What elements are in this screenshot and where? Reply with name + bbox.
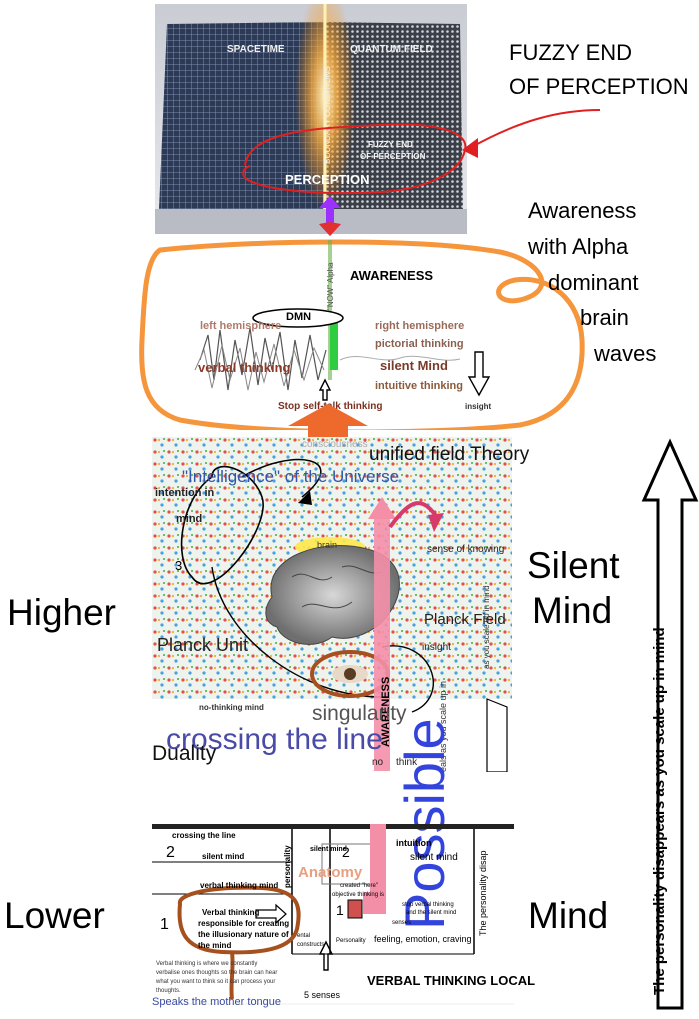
- crossing-the-line-label: crossing the line: [166, 723, 383, 756]
- no-label: no: [372, 757, 384, 768]
- silent-mind-right: silent mind: [410, 852, 458, 863]
- awareness-content: "NOW" Alpha AWARENESS DMN left hemispher…: [190, 240, 520, 420]
- verbal-box-line-4: the mind: [198, 941, 232, 950]
- verbal-note-4: thoughts.: [156, 988, 181, 994]
- feeling-emotion-label: feeling, emotion, craving: [374, 934, 472, 944]
- now-alpha-label: "NOW" Alpha: [326, 262, 335, 310]
- verbal-thinking-mind: verbal thinking mind: [200, 881, 279, 890]
- red-annotation-layer: [242, 109, 601, 195]
- verbal-note-1: Verbal thinking is where we constantly: [156, 961, 258, 967]
- five-senses-label: 5 senses: [304, 990, 341, 1000]
- lower-diagram-lines: [152, 824, 514, 1005]
- lower-number-1: 1: [160, 916, 169, 933]
- intuition-label: intuition: [396, 838, 432, 848]
- verbal-box-line-2: responsible for creating: [198, 919, 290, 928]
- mother-tongue-label: Speaks the mother tongue: [152, 996, 282, 1008]
- verbal-box-line-1: Verbal thinking: [202, 908, 260, 917]
- singularity-label: singularity: [312, 702, 407, 725]
- no-thinking-mind-label: no-thinking mind: [199, 703, 264, 712]
- planck-unit-label: Planck Unit: [157, 635, 249, 655]
- spacetime-label: SPACETIME: [227, 44, 285, 55]
- senses-label: senses: [392, 920, 412, 926]
- middle-insight-label: insight: [422, 642, 451, 653]
- down-arrow-icon: [467, 351, 491, 397]
- duality-label: Duality: [152, 742, 217, 765]
- fuzzy-end-inner-2: OF PERCEPTION: [360, 152, 426, 161]
- scale-vertical-label: as you scale up in mind: [482, 585, 491, 669]
- consciousness-label: consciousness: [302, 439, 368, 450]
- perception-label: PERCEPTION: [285, 172, 370, 187]
- verbal-thinking-label: verbal thinking: [198, 360, 291, 375]
- number-3-label: 3: [175, 558, 183, 573]
- fuzzy-end-right-2: OF PERCEPTION: [509, 74, 689, 99]
- brain-label: brain: [317, 540, 338, 550]
- right-hemisphere-label: right hemisphere: [375, 320, 465, 332]
- awareness-label: AWARENESS: [350, 268, 434, 283]
- small-up-arrow-icon: [318, 378, 332, 401]
- created-here-label: created "here": [340, 883, 378, 889]
- awareness-alpha-line-3: dominant: [548, 270, 639, 295]
- intention-label-2: mind: [176, 513, 203, 525]
- silent-mind-label: silent Mind: [380, 358, 448, 373]
- dmn-ellipse: [252, 308, 344, 328]
- mind-lower-label: Mind: [528, 895, 609, 936]
- orange-up-arrow-icon: [288, 404, 368, 444]
- think-label: think: [396, 757, 418, 768]
- awareness-alpha-line-1: Awareness: [528, 198, 637, 223]
- insight-label: insight: [465, 402, 492, 411]
- dmn-label: DMN: [286, 311, 312, 323]
- brainwave-illustration: [194, 240, 491, 401]
- constructs-label: constructs: [297, 942, 325, 948]
- universe-brain-illustration: [152, 437, 512, 773]
- lower-silent-mind: silent mind: [202, 852, 245, 861]
- intention-label-1: intention in: [155, 487, 215, 499]
- personality-disappears-label: The personality disappears as you scale …: [651, 627, 668, 995]
- lower-panel: crossing the line 2 silent mind verbal t…: [152, 824, 535, 1014]
- anatomy-label: Anatomy: [298, 864, 363, 881]
- pictorial-thinking-label: pictorial thinking: [375, 338, 464, 350]
- verbal-note-2: verbalise ones thoughts so the brain can…: [156, 970, 278, 976]
- top-quantum-panel: SPACETIME QUANTUM FIELD BOUNDARY CONDITI…: [155, 4, 467, 234]
- intelligence-label: "Intelligence" of the Universe: [182, 467, 400, 486]
- fuzzy-end-right-1: FUZZY END: [509, 40, 633, 65]
- lower-number-2: 2: [166, 844, 175, 861]
- lower-number-2b: 2: [342, 844, 350, 860]
- purple-double-arrow-icon: [319, 196, 341, 236]
- stop-verbal-1: stop verbal thinking: [402, 902, 454, 908]
- ental-label: ental: [297, 933, 311, 939]
- quantum-field-label: QUANTUM FIELD: [350, 44, 433, 55]
- stop-verbal-2: and the silent mind: [406, 910, 457, 916]
- silent-mind-small: silent mind: [310, 846, 347, 853]
- silent-label: Silent: [527, 545, 620, 586]
- objective-thinking-label: objective thinking is: [332, 892, 385, 898]
- awareness-alpha-line-2: with Alpha: [528, 234, 629, 259]
- lower-number-1b: 1: [336, 902, 344, 918]
- personality-disap-vertical: The personality disap: [478, 850, 488, 936]
- lower-label: Lower: [4, 895, 105, 936]
- awareness-orange-outline: [139, 239, 585, 430]
- higher-label: Higher: [7, 592, 116, 633]
- red-arrowhead: [462, 138, 478, 158]
- middle-universe-panel: consciousness unified field Theory "Inte…: [152, 437, 529, 773]
- personality-small: Personality: [336, 938, 366, 944]
- left-hemisphere-label: left hemisphere: [200, 320, 282, 332]
- crossing-the-line-small: crossing the line: [172, 831, 236, 840]
- tall-up-arrow-icon: [641, 438, 699, 1010]
- mind-upper-label: Mind: [532, 590, 613, 631]
- quantum-grid-illustration: [155, 4, 467, 234]
- awareness-alpha-line-4: brain: [580, 305, 629, 330]
- verbal-thinking-local-label: VERBAL THINKING LOCAL: [367, 973, 536, 988]
- intuitive-thinking-label: intuitive thinking: [375, 380, 463, 392]
- sense-of-knowing-label: sense of knowing: [427, 544, 505, 555]
- planck-field-label: Planck Field: [424, 611, 506, 628]
- verbal-note-3: what you want to think so it can process…: [156, 979, 276, 985]
- red-scribble: [242, 123, 467, 195]
- verbal-box-line-3: the illusionary nature of: [198, 930, 289, 939]
- unified-field-theory-label: unified field Theory: [369, 444, 530, 465]
- fuzzy-end-inner-1: FUZZY END: [368, 140, 413, 149]
- awareness-alpha-line-5: waves: [594, 341, 657, 366]
- personality-vertical: personality: [283, 845, 292, 888]
- red-pointer-line: [469, 109, 601, 149]
